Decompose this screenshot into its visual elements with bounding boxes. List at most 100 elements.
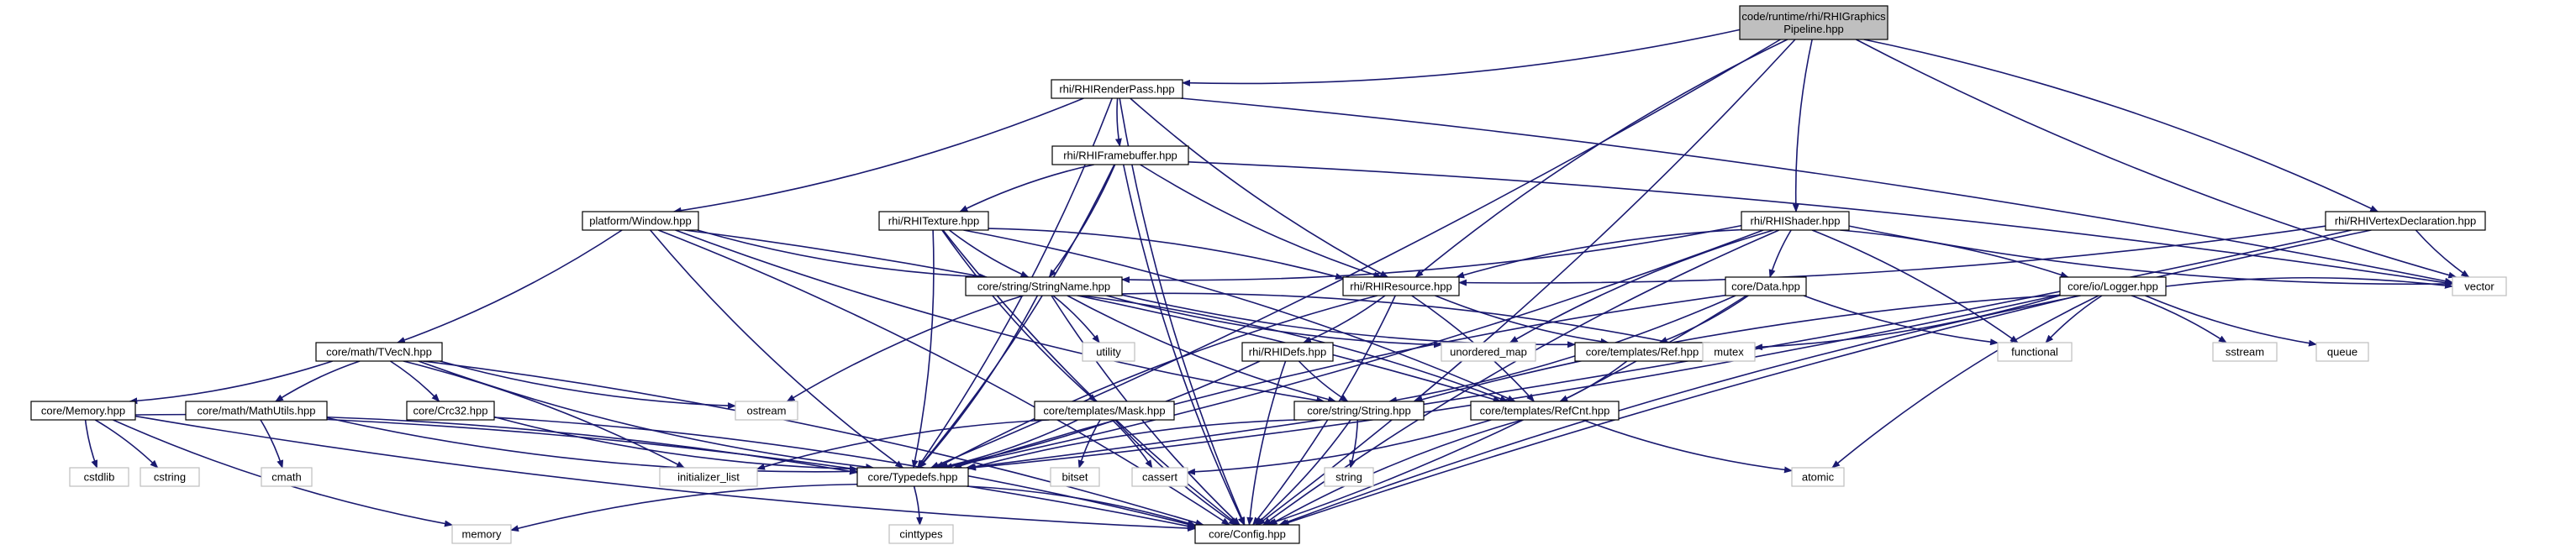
node-box-cstring bbox=[140, 467, 200, 487]
node-box-shader bbox=[1741, 211, 1850, 231]
edge-tvecn-to-memory_h bbox=[129, 360, 333, 405]
node-renderpass[interactable]: rhi/RHIRenderPass.hpp bbox=[1051, 79, 1183, 99]
edge-shader-to-data bbox=[1768, 229, 1792, 278]
node-initializer_list: initializer_list bbox=[659, 467, 758, 487]
node-ref[interactable]: core/templates/Ref.hpp bbox=[1574, 342, 1710, 362]
edge-logger-to-vector bbox=[2165, 276, 2453, 289]
node-label: cstdlib bbox=[84, 471, 115, 484]
node-rhidefs[interactable]: rhi/RHIDefs.hpp bbox=[1241, 342, 1334, 362]
node-cinttypes: cinttypes bbox=[888, 524, 954, 544]
node-cassert: cassert bbox=[1131, 467, 1188, 487]
edge-mask-to-typedefs bbox=[938, 419, 1078, 469]
node-atomic: atomic bbox=[1791, 467, 1845, 487]
edge-crc32-to-typedefs bbox=[493, 416, 858, 473]
node-box-cassert bbox=[1131, 467, 1188, 487]
node-label: utility bbox=[1096, 346, 1121, 359]
node-string_h[interactable]: core/string/String.hpp bbox=[1293, 401, 1425, 421]
node-string_std: string bbox=[1324, 467, 1374, 487]
edge-stringname-to-utility bbox=[1052, 295, 1100, 343]
node-mask[interactable]: core/templates/Mask.hpp bbox=[1034, 401, 1175, 421]
node-label: rhi/RHIRenderPass.hpp bbox=[1059, 83, 1174, 96]
node-mutex: mutex bbox=[1702, 342, 1756, 362]
node-logger[interactable]: core/io/Logger.hpp bbox=[2059, 276, 2167, 296]
node-box-crc32 bbox=[406, 401, 495, 421]
edge-framebuffer-to-texture bbox=[959, 164, 1094, 212]
node-framebuffer[interactable]: rhi/RHIFramebuffer.hpp bbox=[1051, 145, 1189, 165]
node-memory_h[interactable]: core/Memory.hpp bbox=[30, 401, 136, 421]
edge-shader-to-resource bbox=[1456, 228, 1742, 279]
node-box-cinttypes bbox=[888, 524, 954, 544]
edge-data-to-functional bbox=[1803, 295, 1999, 346]
node-label: rhi/RHIFramebuffer.hpp bbox=[1063, 149, 1177, 162]
edge-data-to-config bbox=[1266, 295, 1747, 526]
edge-shader-to-vector bbox=[1848, 225, 2453, 288]
edge-renderpass-to-resource bbox=[1130, 97, 1389, 278]
edge-root-to-vector bbox=[1856, 39, 2457, 279]
node-label: rhi/RHIDefs.hpp bbox=[1249, 346, 1326, 359]
node-mathutils[interactable]: core/math/MathUtils.hpp bbox=[185, 401, 328, 421]
node-box-logger bbox=[2059, 276, 2167, 296]
node-label: core/io/Logger.hpp bbox=[2068, 280, 2158, 293]
edge-resource-to-ref bbox=[1435, 295, 1609, 345]
node-label: platform/Window.hpp bbox=[589, 215, 691, 228]
edge-stringname-to-typedefs bbox=[918, 295, 1039, 469]
node-label: core/math/TVecN.hpp bbox=[326, 346, 432, 359]
edge-memory_h-to-cstdlib bbox=[84, 419, 98, 469]
node-queue: queue bbox=[2315, 342, 2369, 362]
node-data[interactable]: core/Data.hpp bbox=[1725, 276, 1807, 296]
node-box-root bbox=[1739, 5, 1889, 40]
node-label: cmath bbox=[271, 471, 301, 484]
edge-framebuffer-to-typedefs bbox=[918, 164, 1115, 469]
node-box-cmath bbox=[261, 467, 313, 487]
node-box-cstdlib bbox=[69, 467, 129, 487]
edge-vertexdecl-to-typedefs bbox=[966, 229, 2352, 470]
node-config[interactable]: core/Config.hpp bbox=[1194, 524, 1300, 544]
node-refcnt[interactable]: core/templates/RefCnt.hpp bbox=[1470, 401, 1620, 421]
edge-root-to-shader bbox=[1792, 39, 1813, 212]
node-resource[interactable]: rhi/RHIResource.hpp bbox=[1342, 276, 1460, 296]
edge-string_h-to-typedefs bbox=[967, 419, 1298, 470]
edge-framebuffer-to-stringname bbox=[1048, 164, 1116, 278]
node-label: core/string/String.hpp bbox=[1307, 405, 1411, 417]
node-label: core/templates/Mask.hpp bbox=[1043, 405, 1165, 417]
node-texture[interactable]: rhi/RHITexture.hpp bbox=[878, 211, 989, 231]
node-box-config bbox=[1194, 524, 1300, 544]
node-window[interactable]: platform/Window.hpp bbox=[582, 211, 699, 231]
node-shader[interactable]: rhi/RHIShader.hpp bbox=[1741, 211, 1850, 231]
node-box-framebuffer bbox=[1051, 145, 1189, 165]
edge-root-to-vertexdecl bbox=[1863, 39, 2379, 212]
node-label: rhi/RHIResource.hpp bbox=[1350, 280, 1451, 293]
edge-shader-to-functional bbox=[1811, 229, 2019, 343]
node-ostream: ostream bbox=[735, 401, 798, 421]
edge-renderpass-to-vector bbox=[1180, 97, 2453, 285]
node-crc32[interactable]: core/Crc32.hpp bbox=[406, 401, 495, 421]
edge-stringname-to-refcnt bbox=[1081, 295, 1509, 402]
edge-rhidefs-to-config bbox=[1246, 360, 1287, 526]
edge-texture-to-refcnt bbox=[963, 229, 1516, 402]
edge-window-to-refcnt bbox=[684, 229, 1502, 403]
edge-framebuffer-to-vector bbox=[1188, 161, 2453, 286]
node-label: memory bbox=[462, 528, 502, 541]
node-label: functional bbox=[2011, 346, 2058, 359]
edge-root-to-config bbox=[1256, 39, 1796, 526]
node-label: core/Crc32.hpp bbox=[414, 405, 488, 417]
node-label: core/math/MathUtils.hpp bbox=[198, 405, 316, 417]
edge-string_h-to-string_std bbox=[1349, 419, 1359, 469]
edge-refcnt-to-atomic bbox=[1583, 419, 1793, 474]
node-typedefs[interactable]: core/Typedefs.hpp bbox=[856, 467, 969, 487]
node-label: bitset bbox=[1061, 471, 1088, 484]
edge-texture-to-typedefs bbox=[911, 229, 935, 469]
edge-data-to-typedefs bbox=[953, 294, 1726, 469]
edge-refcnt-to-cassert bbox=[1187, 419, 1492, 475]
node-utility: utility bbox=[1082, 342, 1135, 362]
node-box-bitset bbox=[1050, 467, 1100, 487]
edge-ref-to-refcnt bbox=[1559, 360, 1628, 402]
edge-typedefs-to-config bbox=[967, 485, 1196, 527]
node-vertexdecl[interactable]: rhi/RHIVertexDeclaration.hpp bbox=[2325, 211, 2486, 231]
node-label: core/templates/RefCnt.hpp bbox=[1480, 405, 1610, 417]
node-tvecn[interactable]: core/math/TVecN.hpp bbox=[315, 342, 443, 362]
node-stringname[interactable]: core/string/StringName.hpp bbox=[965, 276, 1123, 296]
edge-framebuffer-to-config bbox=[1122, 164, 1246, 526]
